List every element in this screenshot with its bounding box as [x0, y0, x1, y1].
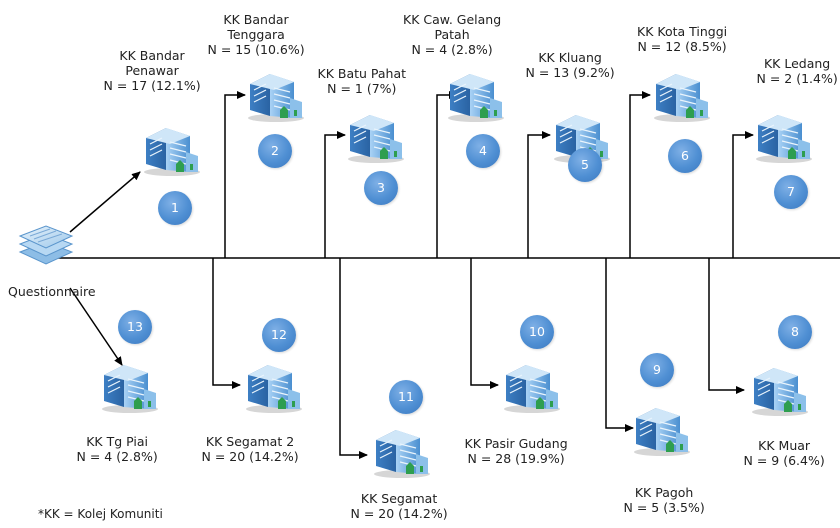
node-count: N = 13 (9.2%) [525, 65, 615, 80]
building-icon [370, 420, 434, 478]
node-number-badge: 5 [568, 148, 602, 182]
node-name: KK Ledang [763, 56, 831, 71]
connector-lines [50, 91, 840, 459]
building-icon [630, 398, 694, 456]
node-count: N = 12 (8.5%) [637, 39, 727, 54]
node-name: Patah [434, 27, 470, 42]
node-count: N = 5 (3.5%) [623, 500, 705, 515]
node-number-badge: 7 [774, 175, 808, 209]
node-name: KK Caw. Gelang [403, 12, 502, 27]
node-name: KK Bandar [223, 12, 289, 27]
building-icon [650, 64, 714, 122]
node-count: N = 28 (19.9%) [467, 451, 565, 466]
node-number-badge: 1 [158, 191, 192, 225]
building-icon [752, 105, 816, 163]
building-icon [244, 64, 308, 122]
node-count: N = 9 (6.4%) [743, 453, 825, 468]
node-count: N = 20 (14.2%) [350, 506, 448, 521]
node-name: Tenggara [227, 27, 285, 42]
node-name: KK Bandar [119, 48, 185, 63]
connector-to-node-8 [708, 258, 745, 394]
node-number-badge: 13 [118, 310, 152, 344]
node-count: N = 17 (12.1%) [103, 78, 201, 93]
node-number-badge: 4 [466, 134, 500, 168]
questionnaire-icon [18, 225, 74, 265]
node-number-badge: 12 [262, 318, 296, 352]
node-count: N = 1 (7%) [327, 81, 397, 96]
node-count: N = 20 (14.2%) [201, 449, 299, 464]
connector-to-node-2 [224, 91, 246, 258]
building-icon [500, 355, 564, 413]
connector-to-node-9 [605, 258, 634, 432]
node-name: KK Segamat 2 [205, 434, 295, 449]
node-number-badge: 8 [778, 315, 812, 349]
node-number-badge: 3 [364, 171, 398, 205]
connector-to-node-5 [527, 131, 551, 258]
node-number-badge: 2 [258, 134, 292, 168]
connector-to-node-11 [339, 258, 368, 459]
node-number-badge: 10 [520, 315, 554, 349]
node-name: KK Pasir Gudang [464, 436, 568, 451]
building-icon [242, 355, 306, 413]
building-icon [98, 355, 162, 413]
node-name: KK Segamat [360, 491, 438, 506]
connector-to-node-13 [69, 287, 123, 366]
node-count: N = 4 (2.8%) [76, 449, 158, 464]
building-icon [444, 64, 508, 122]
node-count: N = 2 (1.4%) [756, 71, 838, 86]
footnote: *KK = Kolej Komuniti [38, 507, 163, 521]
connector-to-node-1 [69, 171, 141, 233]
node-name: KK Kota Tinggi [637, 24, 728, 39]
node-name: KK Batu Pahat [317, 66, 407, 81]
node-number-badge: 6 [668, 139, 702, 173]
connector-to-node-10 [470, 258, 499, 389]
questionnaire-label: Questionnaire [8, 284, 96, 299]
node-name: KK Muar [758, 438, 811, 453]
node-count: N = 4 (2.8%) [411, 42, 493, 57]
connector-to-node-6 [629, 91, 651, 258]
building-icon [344, 105, 408, 163]
connector-to-node-7 [732, 131, 754, 258]
node-name: KK Tg Piai [86, 434, 148, 449]
connector-to-node-12 [212, 258, 241, 389]
node-number-badge: 11 [389, 380, 423, 414]
node-count: N = 15 (10.6%) [207, 42, 305, 57]
node-name: KK Pagoh [634, 485, 694, 500]
building-icon [748, 358, 812, 416]
node-name: KK Kluang [538, 50, 602, 65]
node-number-badge: 9 [640, 353, 674, 387]
node-name: Penawar [125, 63, 179, 78]
connector-to-node-3 [324, 131, 346, 258]
building-icon [140, 118, 204, 176]
